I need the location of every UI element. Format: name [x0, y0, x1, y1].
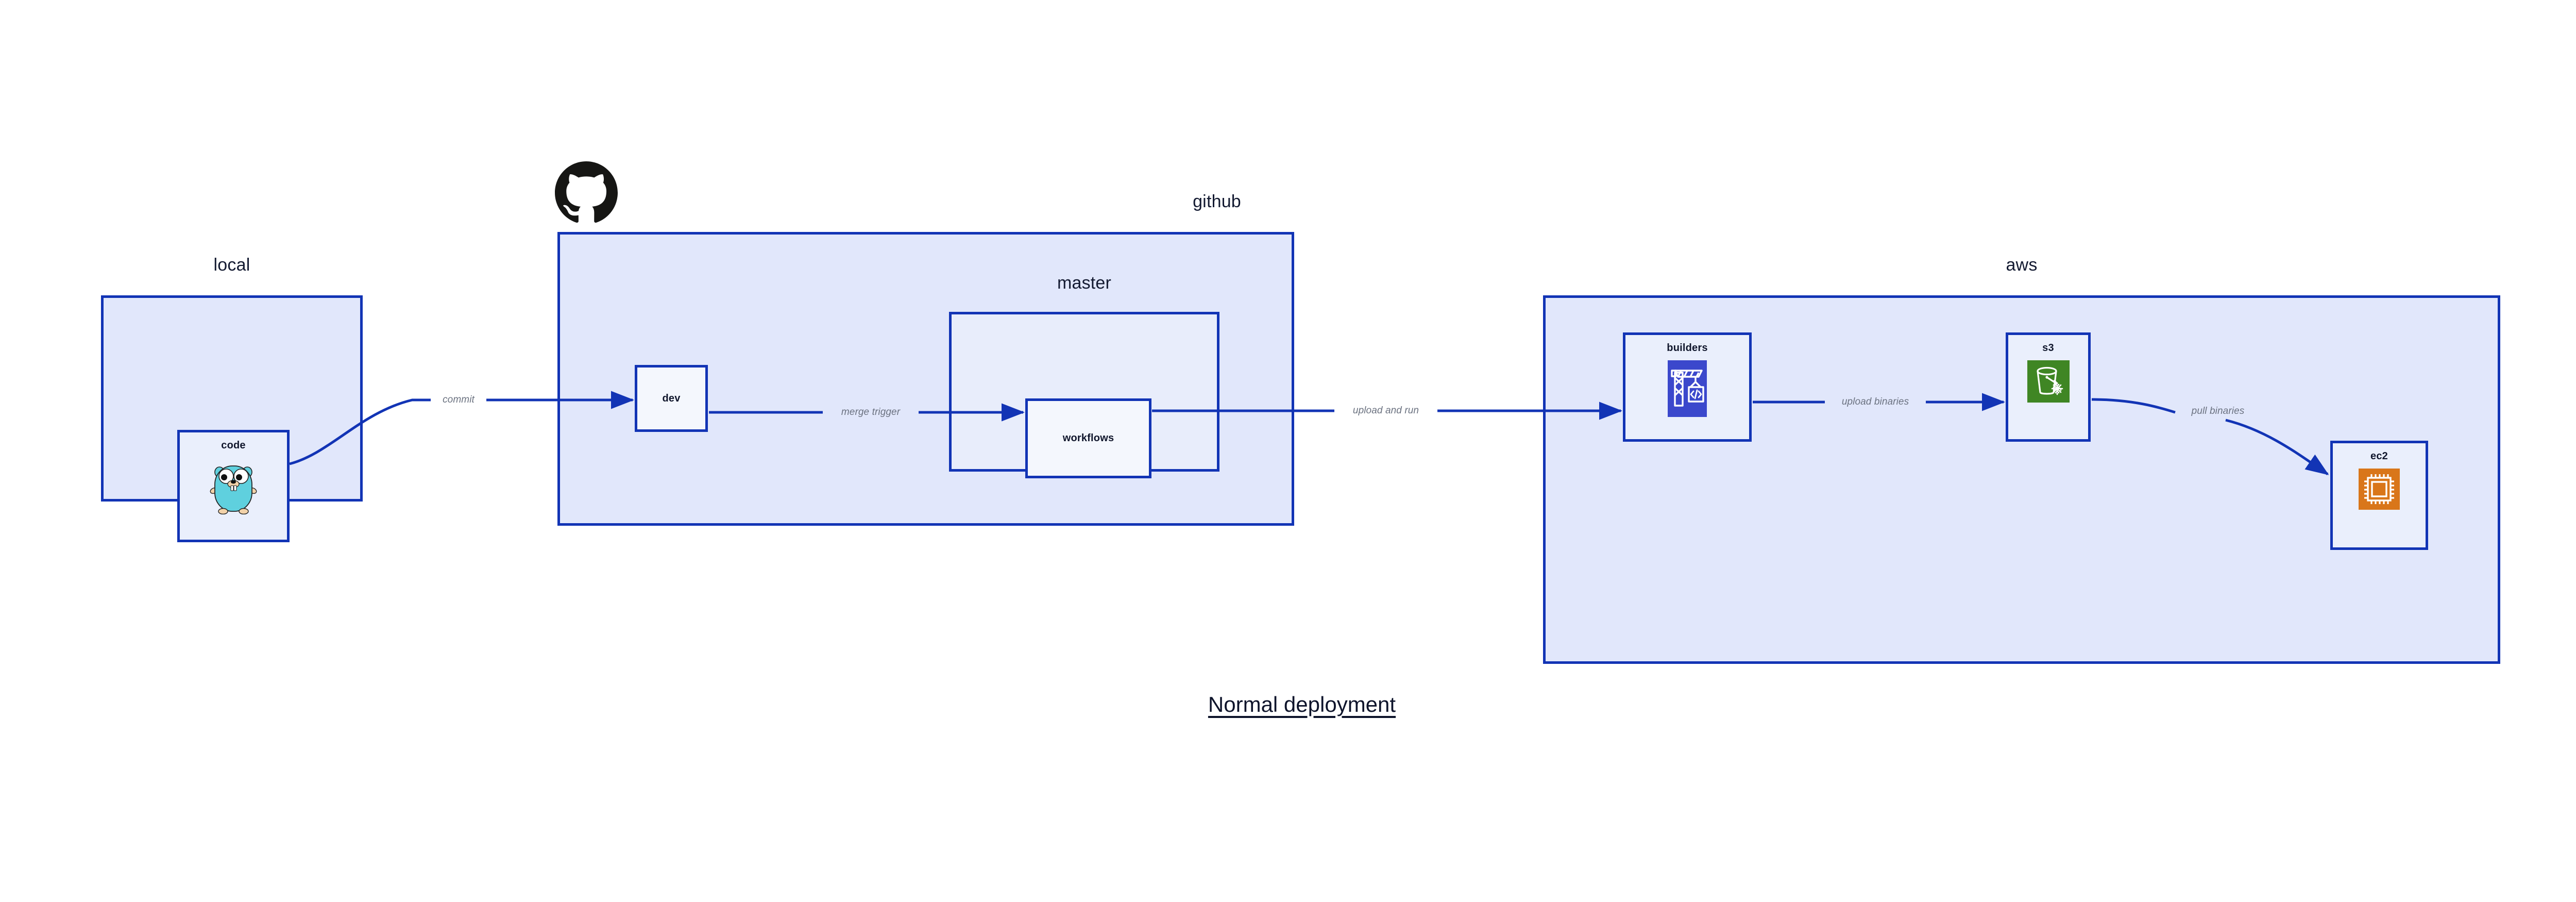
- edge-upload-binaries-label: upload binaries: [1841, 396, 1909, 407]
- edge-commit-label-bg: [431, 393, 486, 407]
- node-s3-label: s3: [2042, 342, 2054, 354]
- edge-merge-trigger-label-bg: [823, 406, 919, 419]
- go-gopher-icon: [209, 458, 258, 517]
- edge-pull-binaries-label: pull binaries: [2191, 406, 2245, 416]
- group-local-title: local: [213, 255, 250, 275]
- group-github-title: github: [1193, 192, 1241, 211]
- node-code[interactable]: code: [177, 430, 290, 542]
- node-dev-label: dev: [662, 392, 681, 404]
- node-dev[interactable]: dev: [635, 365, 708, 432]
- edge-upload-binaries-label-bg: [1825, 395, 1926, 409]
- node-ec2[interactable]: ec2: [2330, 441, 2428, 550]
- aws-s3-bucket-icon: [2027, 360, 2070, 405]
- aws-codebuild-icon: [1668, 360, 1707, 420]
- edge-commit-label: commit: [443, 394, 474, 405]
- aws-ec2-chip-icon: [2359, 469, 2400, 512]
- node-code-label: code: [221, 440, 246, 451]
- node-workflows[interactable]: workflows: [1025, 398, 1151, 478]
- diagram-title: Normal deployment: [1208, 692, 1396, 716]
- node-workflows-label: workflows: [1062, 432, 1114, 444]
- node-builders-label: builders: [1667, 342, 1708, 354]
- edge-upload-and-run-label-bg: [1334, 404, 1437, 417]
- github-octocat-icon: [555, 161, 618, 224]
- edge-upload-and-run-label: upload and run: [1352, 405, 1419, 416]
- node-builders[interactable]: builders: [1623, 332, 1752, 442]
- node-s3[interactable]: s3: [2006, 332, 2091, 442]
- group-master-title: master: [1057, 273, 1112, 293]
- node-ec2-label: ec2: [2370, 450, 2388, 462]
- edge-merge-trigger-label: merge trigger: [841, 407, 901, 417]
- group-aws-title: aws: [2006, 255, 2038, 275]
